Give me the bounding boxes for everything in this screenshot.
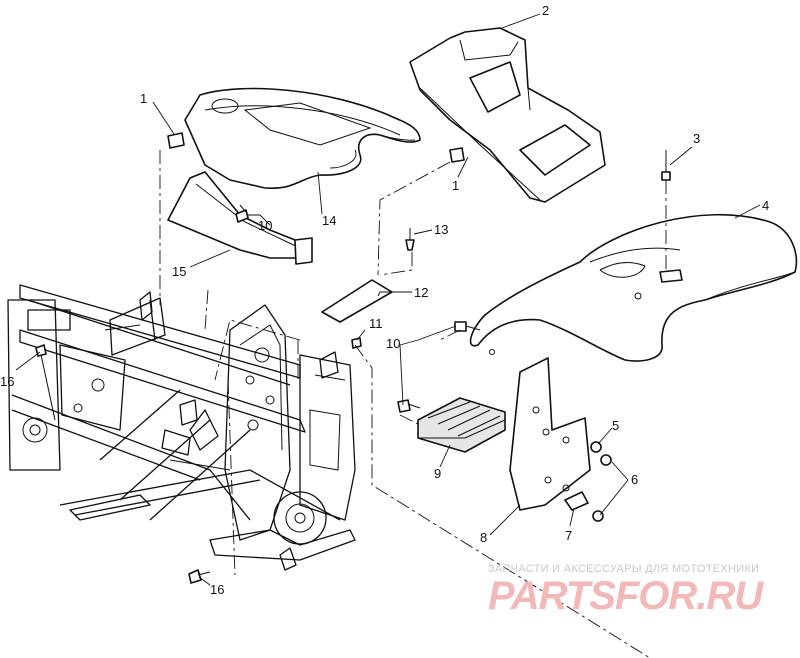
part-2-console [409,27,606,203]
callout-9: 9 [434,466,441,481]
callout-16-left: 16 [0,374,14,389]
part-14-front-cover [184,87,421,189]
callout-labels: 1 1 2 3 4 5 6 7 8 9 10 10 11 12 13 14 15… [0,3,769,597]
callout-1-center: 1 [452,178,459,193]
callout-11: 11 [369,316,383,331]
callout-5: 5 [612,418,619,433]
callout-12: 12 [414,285,428,300]
callout-10-left: 10 [258,218,272,233]
leader-lines [15,13,761,586]
part-9-footrest [417,397,506,453]
callout-10-right: 10 [386,336,400,351]
part-4-rear-fender [469,214,798,362]
part-15-side-panel [167,171,313,265]
callout-2: 2 [542,3,549,18]
watermark-tagline: ЗАПЧАСТИ И АКСЕССУАРЫ ДЛЯ МОТОТЕХНИКИ [488,563,760,575]
callout-1-upper-left: 1 [140,91,147,106]
callout-16-bottom: 16 [210,582,224,597]
atv-frame [7,284,356,571]
callout-8: 8 [480,530,487,545]
watermark-logo: PARTSFOR.RU [488,574,763,618]
callout-4: 4 [762,198,769,213]
part-7-bracket [564,491,589,511]
callout-3: 3 [693,131,700,146]
assembly-lines [159,150,667,658]
fasteners [35,132,671,584]
part-8-mud-flap [509,357,591,511]
callout-15: 15 [172,264,186,279]
callout-7: 7 [565,528,572,543]
callout-6: 6 [631,472,638,487]
callout-14: 14 [322,213,336,228]
callout-13: 13 [434,222,448,237]
